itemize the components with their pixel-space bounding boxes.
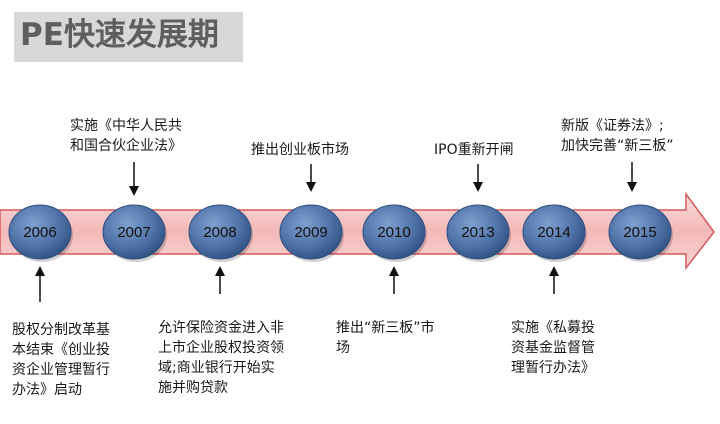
event-2014: 实施《私募投 资基金监督管 理暂行办法》 bbox=[511, 318, 595, 378]
year-label: 2006 bbox=[23, 224, 56, 241]
event-line: 和国合伙企业法》 bbox=[70, 138, 182, 154]
event-line: 推出创业板市场 bbox=[251, 142, 349, 158]
event-line: 实施《私募投 bbox=[511, 320, 595, 336]
year-node-2015: 2015 bbox=[608, 204, 673, 262]
event-line: 加快完善“新三板” bbox=[561, 138, 674, 154]
event-line: 新版《证券法》; bbox=[561, 118, 664, 134]
event-line: 场 bbox=[336, 340, 350, 356]
year-label: 2008 bbox=[203, 224, 236, 241]
connector-2008 bbox=[215, 266, 225, 294]
connector-2015 bbox=[627, 162, 637, 192]
event-line: IPO重新开闸 bbox=[434, 142, 514, 158]
year-node-2009: 2009 bbox=[279, 204, 344, 262]
event-2010: 推出“新三板”市 场 bbox=[336, 318, 435, 358]
event-2013: IPO重新开闸 bbox=[434, 140, 514, 160]
year-node-circle bbox=[279, 204, 343, 260]
event-line: 域;商业银行开始实 bbox=[158, 360, 275, 376]
timeline-nodes: 2006 2007 2008 2009 2010 2013 2014 2015 bbox=[8, 204, 673, 262]
event-line: 上市企业股权投资领 bbox=[158, 340, 284, 356]
connector-2006 bbox=[35, 266, 45, 302]
year-node-circle bbox=[8, 204, 72, 260]
event-2009: 推出创业板市场 bbox=[251, 140, 349, 160]
connector-2007 bbox=[129, 162, 139, 196]
year-node-circle bbox=[608, 204, 672, 260]
year-node-2007: 2007 bbox=[102, 204, 167, 262]
event-line: 施并购贷款 bbox=[158, 380, 228, 396]
year-node-circle bbox=[188, 204, 252, 260]
year-label: 2014 bbox=[537, 224, 570, 241]
year-label: 2015 bbox=[623, 224, 656, 241]
event-2007: 实施《中华人民共 和国合伙企业法》 bbox=[70, 116, 182, 156]
year-node-2008: 2008 bbox=[188, 204, 253, 262]
page-title: PE快速发展期 bbox=[20, 17, 219, 53]
title-background bbox=[14, 12, 243, 62]
year-node-circle bbox=[102, 204, 166, 260]
year-label: 2007 bbox=[117, 224, 150, 241]
event-line: 实施《中华人民共 bbox=[70, 118, 182, 134]
event-line: 推出“新三板”市 bbox=[336, 320, 435, 336]
event-line: 办法》启动 bbox=[12, 382, 82, 398]
connector-2014 bbox=[549, 266, 559, 294]
year-node-2010: 2010 bbox=[362, 204, 427, 262]
year-node-circle bbox=[522, 204, 586, 260]
year-node-2006: 2006 bbox=[8, 204, 73, 262]
event-line: 资企业管理暂行 bbox=[12, 362, 110, 378]
event-2015: 新版《证券法》; 加快完善“新三板” bbox=[561, 116, 674, 156]
year-label: 2013 bbox=[461, 224, 494, 241]
connector-2009 bbox=[306, 164, 316, 192]
year-node-2013: 2013 bbox=[446, 204, 511, 262]
event-line: 资基金监督管 bbox=[511, 340, 595, 356]
event-line: 允许保险资金进入非 bbox=[158, 320, 284, 336]
year-node-2014: 2014 bbox=[522, 204, 587, 262]
connector-2010 bbox=[389, 266, 399, 294]
year-node-circle bbox=[446, 204, 510, 260]
event-2006: 股权分制改革基 本结束《创业投 资企业管理暂行 办法》启动 bbox=[12, 320, 110, 400]
event-line: 股权分制改革基 bbox=[12, 322, 110, 338]
event-line: 理暂行办法》 bbox=[511, 360, 595, 376]
event-line: 本结束《创业投 bbox=[12, 342, 110, 358]
event-2008: 允许保险资金进入非 上市企业股权投资领 域;商业银行开始实 施并购贷款 bbox=[158, 318, 284, 398]
year-label: 2010 bbox=[377, 224, 410, 241]
connector-2013 bbox=[473, 164, 483, 192]
year-node-circle bbox=[362, 204, 426, 260]
year-label: 2009 bbox=[294, 224, 327, 241]
